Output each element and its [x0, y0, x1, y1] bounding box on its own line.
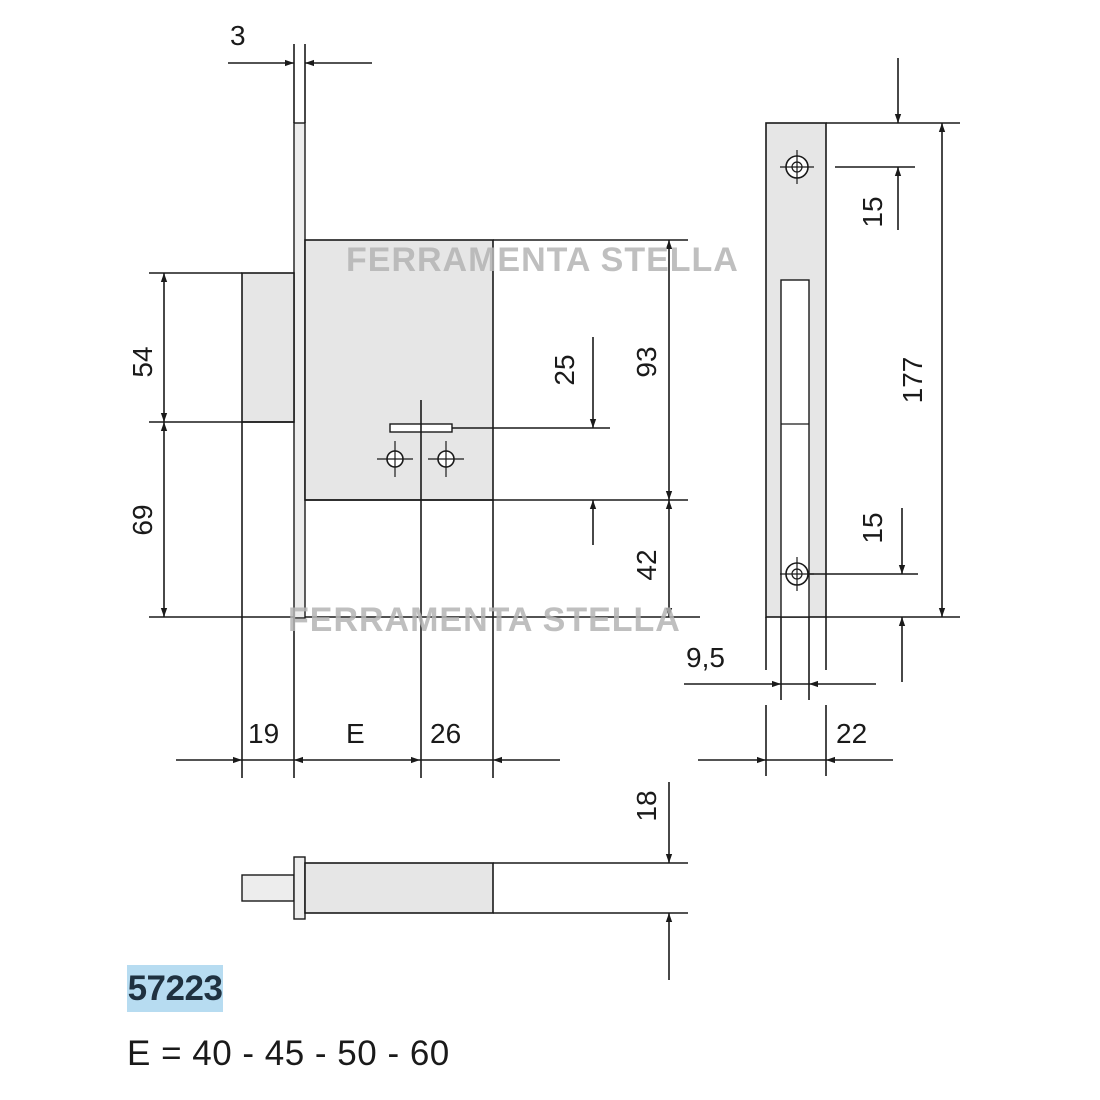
dim-strike-width: 22: [698, 718, 893, 764]
dim-label-15-bottom: 15: [857, 512, 888, 543]
dim-label-42: 42: [631, 549, 662, 580]
watermark-top: FERRAMENTA STELLA: [346, 241, 739, 279]
dim-label-26: 26: [430, 718, 461, 749]
dim-horizontal-row: 19 E 26: [176, 718, 560, 764]
product-code-badge: 57223: [127, 965, 223, 1012]
backset-options-text: E = 40 - 45 - 50 - 60: [127, 1034, 450, 1073]
bolt-tip: [241, 874, 295, 902]
dim-label-69: 69: [127, 504, 158, 535]
latch-bolt: [241, 272, 295, 423]
dim-label-3: 3: [230, 20, 246, 51]
watermark-bottom: FERRAMENTA STELLA: [288, 601, 681, 639]
dim-faceplate-thickness: 3: [228, 20, 372, 67]
strike-hole-top: [780, 150, 814, 184]
dim-strike-length: 177: [897, 123, 946, 617]
dim-case-height: 93 42: [631, 240, 673, 617]
bolt-body: [304, 862, 494, 914]
bolt-flange: [293, 856, 306, 920]
strike-plate-slot: [780, 279, 810, 618]
dim-bolt-height: 18: [631, 782, 673, 980]
lock-bolt-top-view: [241, 856, 688, 920]
dim-label-18: 18: [631, 790, 662, 821]
screw-hole-right: [428, 441, 464, 477]
dim-label-22: 22: [836, 718, 867, 749]
dim-label-93: 93: [631, 346, 662, 377]
dim-label-15-top: 15: [857, 196, 888, 227]
dim-strike-slot-width: 9,5: [684, 642, 876, 688]
dim-strike-hole-bottom: 15: [857, 508, 906, 682]
lock-body-front-view: [149, 44, 700, 778]
faceplate: [293, 122, 306, 619]
dim-backset-vertical: 54 69: [127, 273, 168, 617]
dim-label-9-5: 9,5: [686, 642, 725, 673]
dim-spindle-offset: 25: [549, 337, 597, 545]
dim-strike-hole-top: 15: [857, 58, 902, 230]
dim-label-54: 54: [127, 346, 158, 377]
dim-label-19: 19: [248, 718, 279, 749]
dim-label-25: 25: [549, 354, 580, 385]
strike-plate: [765, 122, 960, 776]
dim-label-e: E: [346, 718, 365, 749]
dim-label-177: 177: [897, 357, 928, 404]
screw-hole-left: [377, 441, 413, 477]
